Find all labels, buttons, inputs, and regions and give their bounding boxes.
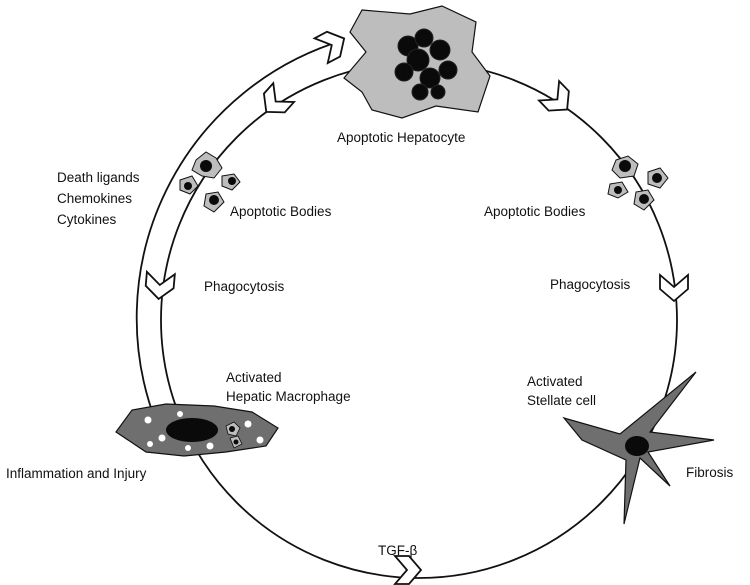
chevron-arrow-icon: [393, 555, 423, 585]
chevron-arrow-icon: [312, 30, 346, 65]
apoptotic-bodies-icon: [607, 155, 669, 211]
stellate-label-line2: Stellate cell: [527, 393, 596, 408]
chevron-arrow-icon: [659, 273, 689, 303]
tgf-beta-label: TGF-β: [378, 543, 417, 558]
chevron-arrow-icon: [262, 81, 297, 114]
phagocytosis-left-label: Phagocytosis: [204, 279, 285, 294]
signal-label-death-ligands: Death ligands: [57, 170, 140, 185]
signal-label-cytokines: Cytokines: [57, 212, 117, 227]
macrophage-label-line1: Activated: [226, 370, 282, 385]
inflammation-label: Inflammation and Injury: [6, 466, 147, 481]
apoptotic-bodies-left-label: Apoptotic Bodies: [230, 204, 332, 219]
fibrosis-label: Fibrosis: [686, 465, 734, 480]
apoptotic-hepatocyte-label: Apoptotic Hepatocyte: [337, 130, 465, 145]
macrophage-label-line2: Hepatic Macrophage: [226, 389, 351, 404]
chevron-arrow-icon: [536, 79, 570, 112]
feedback-arc: [135, 39, 345, 423]
signal-label-chemokines: Chemokines: [57, 191, 132, 206]
stellate-cell-icon: [562, 371, 715, 525]
macrophage-icon: [115, 403, 279, 457]
apoptotic-bodies-right-label: Apoptotic Bodies: [484, 204, 586, 219]
phagocytosis-right-label: Phagocytosis: [550, 277, 631, 292]
chevron-arrow-icon: [144, 269, 176, 301]
stellate-label-line1: Activated: [527, 374, 583, 389]
apoptotic-bodies-icon: [179, 151, 241, 213]
apoptotic-hepatocyte-icon: [343, 5, 491, 119]
